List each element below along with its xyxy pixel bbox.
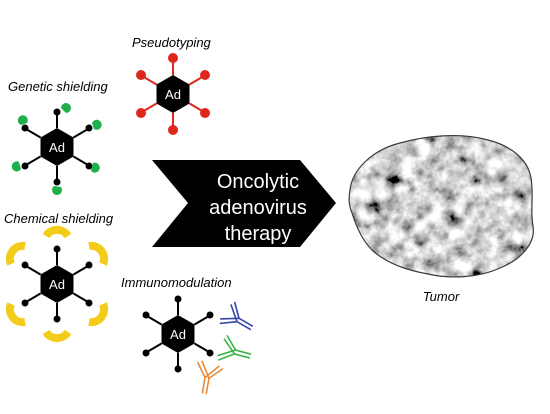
capsid-label: Ad — [49, 140, 65, 155]
capsid-hexagon — [40, 265, 74, 303]
capsid-hexagon — [40, 128, 74, 166]
antibody-green-icon — [217, 334, 252, 361]
label-immunomodulation: Immunomodulation — [121, 275, 232, 290]
capsid-label: Ad — [170, 327, 186, 342]
genetically-shielded-adenovirus: Ad — [11, 103, 102, 195]
label-pseudotyping: Pseudotyping — [132, 35, 212, 50]
capsid-label: Ad — [165, 87, 181, 102]
capsid-label: Ad — [49, 277, 65, 292]
label-genetic-shielding: Genetic shielding — [8, 79, 108, 94]
tumor-image — [348, 134, 534, 278]
label-chemical-shielding: Chemical shielding — [4, 211, 114, 226]
arrow-text-line3: therapy — [225, 223, 292, 245]
antibody-orange-icon — [196, 360, 224, 395]
capsid-hexagon — [156, 75, 190, 113]
immunomodulating-adenovirus: Ad — [142, 295, 214, 373]
antibody-blue-icon — [219, 301, 254, 331]
genetic-shield-patches — [11, 103, 102, 195]
chemically-shielded-adenovirus: Ad — [5, 226, 109, 342]
arrow-text-line1: Oncolytic — [217, 171, 299, 193]
label-tumor: Tumor — [423, 289, 460, 304]
capsid-hexagon — [161, 315, 195, 353]
polymer-coat-arcs — [5, 226, 109, 342]
pseudotyped-adenovirus: Ad — [136, 53, 210, 135]
oncolytic-therapy-arrow: Oncolytic adenovirus therapy — [152, 160, 336, 247]
fiber-knob-balls — [136, 53, 210, 135]
arrow-text-line2: adenovirus — [209, 197, 307, 219]
